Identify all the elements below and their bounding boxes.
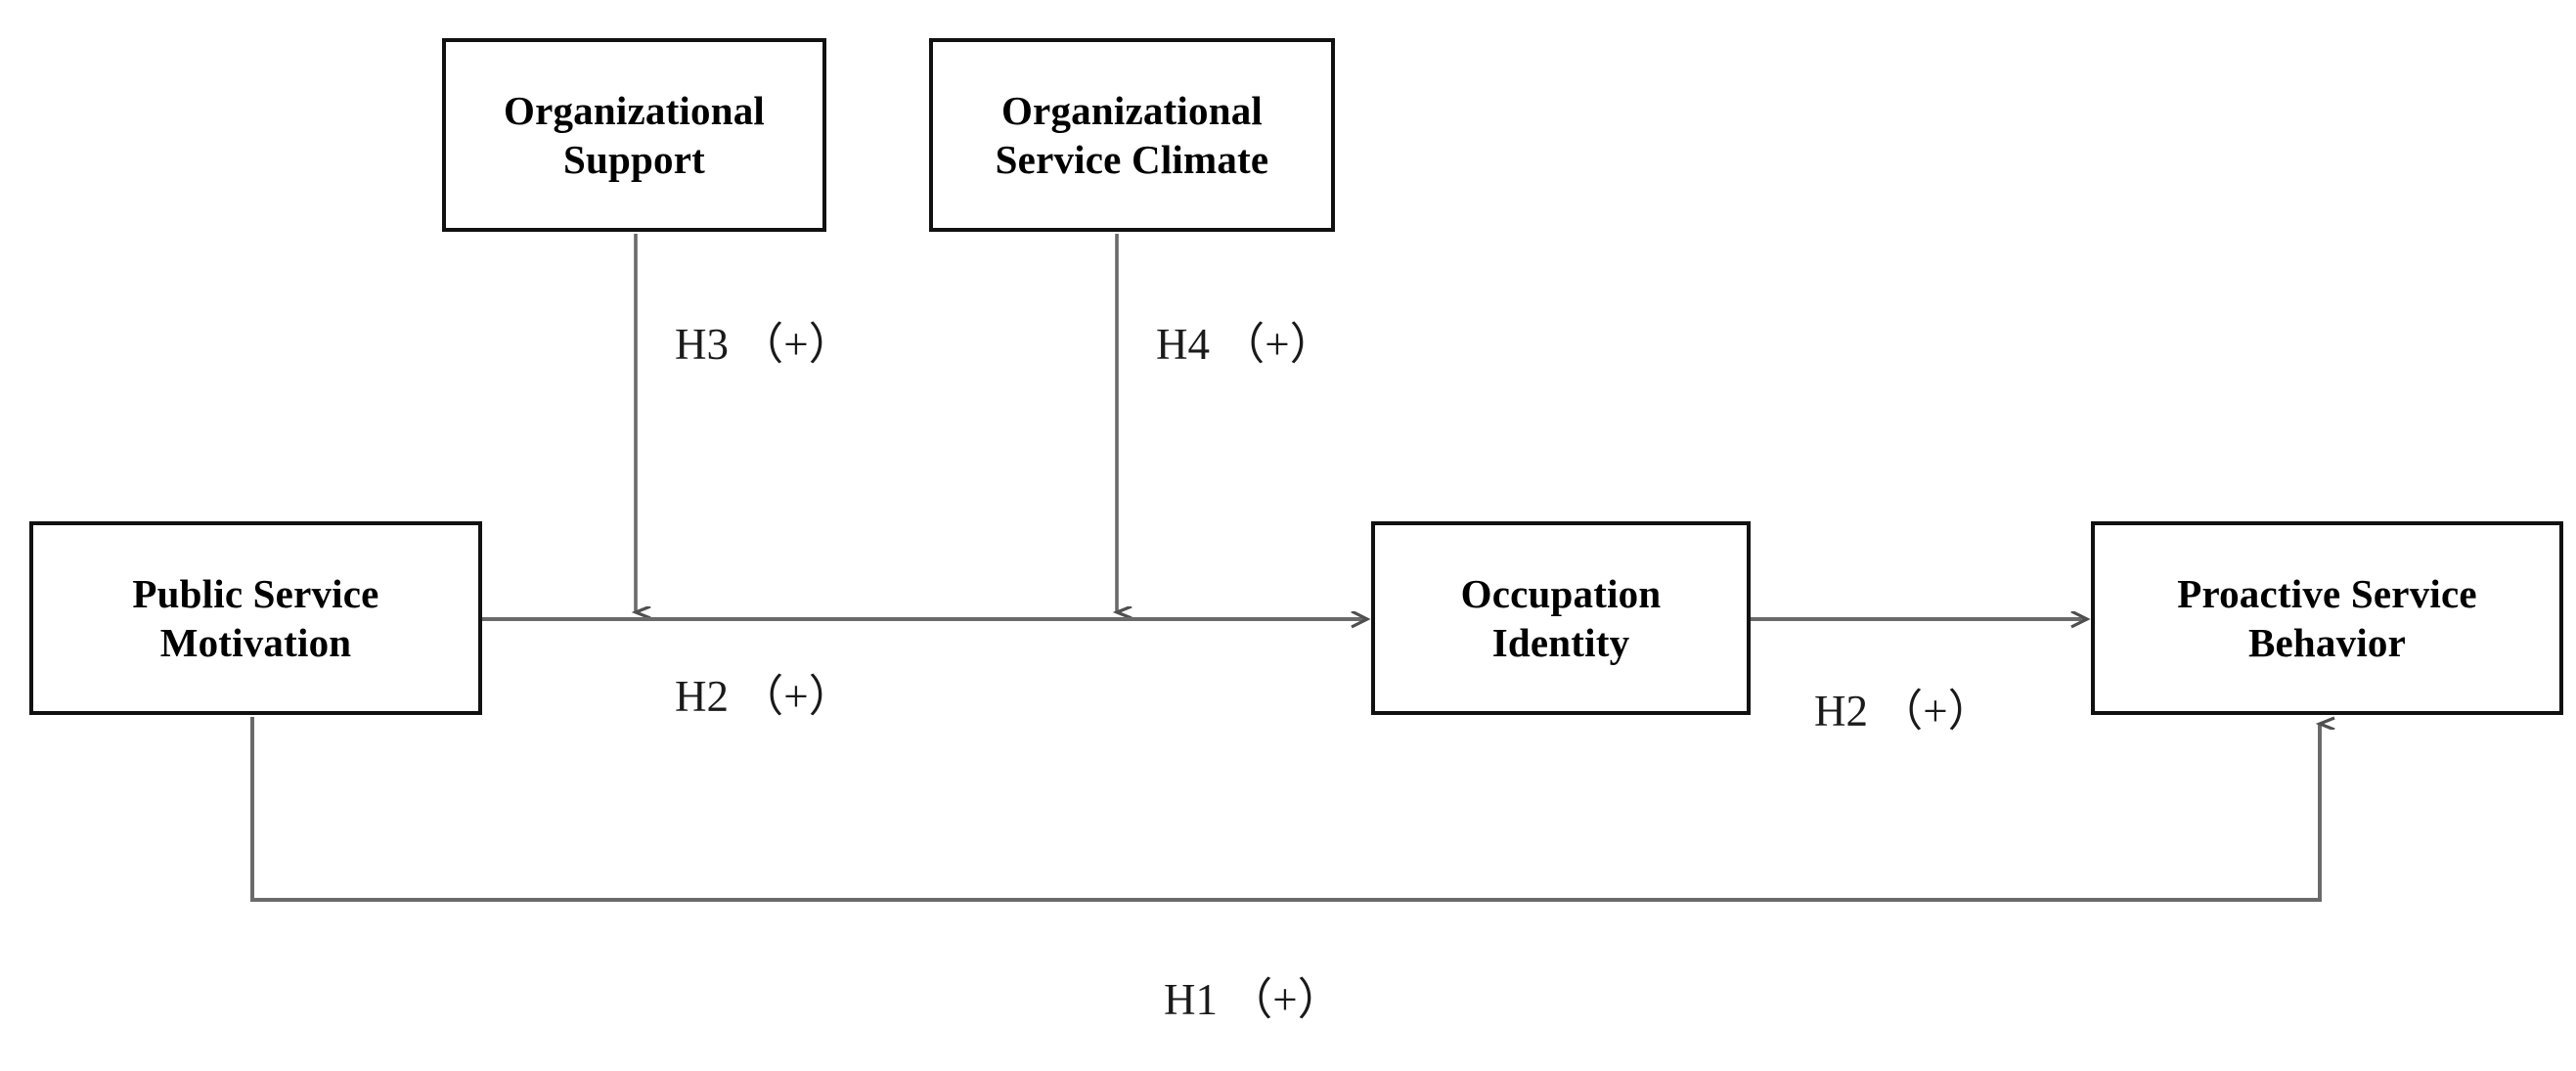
hypothesis-label-h3: H3 （+） — [675, 320, 853, 369]
node-proactive-service-behavior-label: Proactive Service Behavior — [2177, 570, 2477, 665]
hypothesis-label-h2-psm-occupation: H2 （+） — [675, 672, 853, 721]
node-organizational-support-label: Organizational Support — [503, 87, 766, 182]
connector-h1-psm-to-proactive-service-behavior — [250, 717, 2320, 902]
node-proactive-service-behavior[interactable]: Proactive Service Behavior — [2091, 521, 2563, 715]
node-organizational-service-climate[interactable]: Organizational Service Climate — [929, 38, 1335, 232]
hypothesis-label-h2-occupation-proactive: H2 （+） — [1814, 687, 1992, 736]
hypothesis-label-h1: H1 （+） — [1164, 975, 1342, 1024]
node-occupation-identity-label: Occupation Identity — [1460, 570, 1662, 665]
node-organizational-support[interactable]: Organizational Support — [442, 38, 826, 232]
node-occupation-identity[interactable]: Occupation Identity — [1371, 521, 1751, 715]
node-public-service-motivation[interactable]: Public Service Motivation — [29, 521, 482, 715]
node-public-service-motivation-label: Public Service Motivation — [132, 570, 379, 665]
hypothesis-label-h4: H4 （+） — [1156, 320, 1334, 369]
node-organizational-service-climate-label: Organizational Service Climate — [995, 87, 1269, 182]
